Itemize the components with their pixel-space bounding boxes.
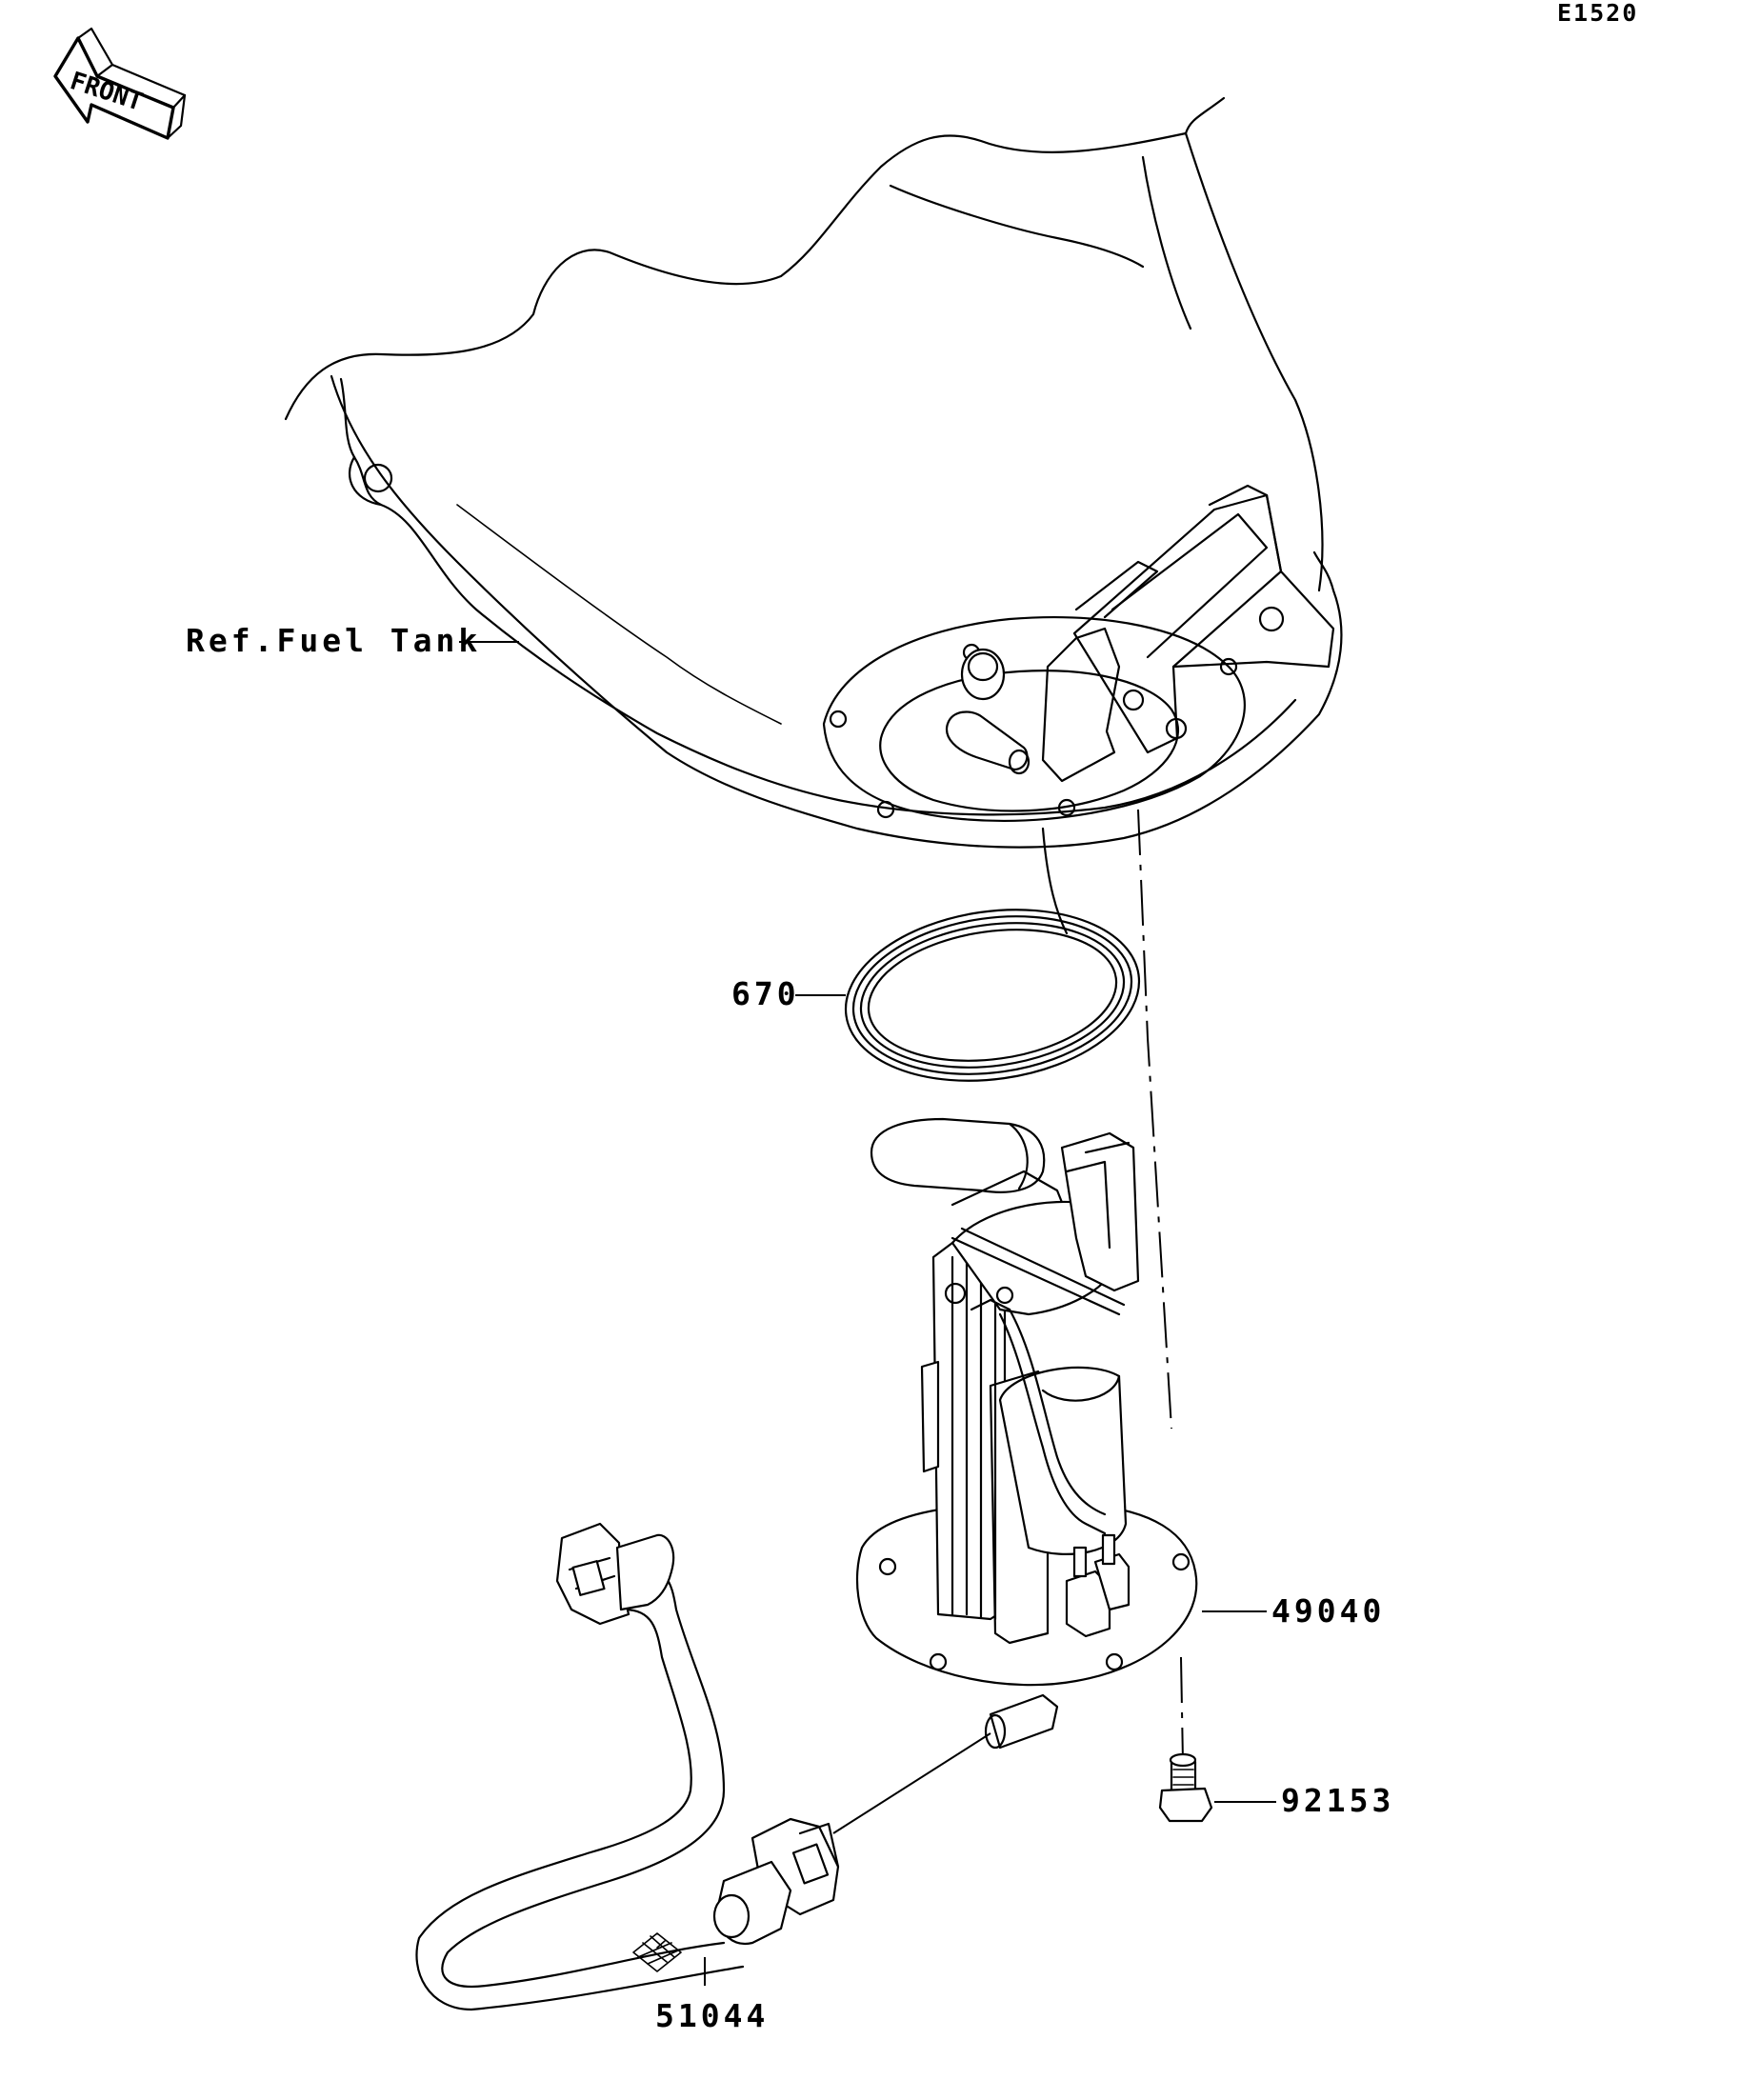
- gasket-label: 670: [731, 975, 800, 1012]
- bolt-label: 92153: [1281, 1782, 1394, 1819]
- fuel-tank-label: Ref.Fuel Tank: [186, 622, 481, 659]
- gasket-ring: [844, 909, 1141, 1082]
- fuel-hose: [415, 1522, 840, 2011]
- fuel-tank-outline: [284, 96, 1343, 935]
- hose-connection-line: [832, 1732, 991, 1834]
- bolt-centerline: [1180, 1656, 1184, 1763]
- assembly-centerline: [1137, 809, 1172, 1430]
- diagram-code: E1520: [1557, 0, 1638, 27]
- tank-pump-flange: [822, 616, 1246, 822]
- front-arrow-icon: FRONT: [53, 27, 187, 140]
- tank-bracket: [1041, 484, 1335, 783]
- bolt: [1158, 1752, 1213, 1823]
- fuel-pump-assembly: [855, 1117, 1198, 1750]
- fuel-pump-label: 49040: [1271, 1592, 1385, 1630]
- fuel-hose-label: 51044: [655, 1997, 769, 2034]
